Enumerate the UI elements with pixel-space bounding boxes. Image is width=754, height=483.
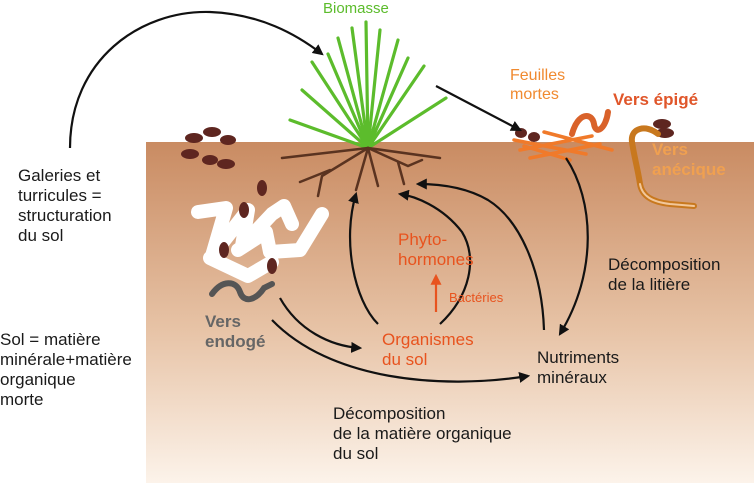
label-decomposition-matiere: Décomposition de la matière organique du… xyxy=(333,404,512,464)
soil-pellet-icon xyxy=(219,180,277,274)
label-vers-endoge: Vers endogé xyxy=(205,312,266,352)
label-decomposition-litiere: Décomposition de la litière xyxy=(608,255,721,295)
label-vers-epige: Vers épigé xyxy=(613,90,699,109)
label-galeries: Galeries et turricules = structuration d… xyxy=(18,166,112,246)
earthworm-icon xyxy=(639,183,695,207)
soil-pellet-icon xyxy=(515,119,674,142)
soil-pellet-icon xyxy=(181,127,236,169)
earthworm-icon xyxy=(569,109,611,137)
plant-grass-icon xyxy=(288,20,448,150)
label-nutriments-mineraux: Nutriments minéraux xyxy=(537,348,620,388)
worm-galleries xyxy=(191,199,329,283)
label-organismes-du-sol: Organismes du sol xyxy=(382,330,474,370)
earthworm-icon xyxy=(209,280,275,303)
leaf-litter-icon xyxy=(512,130,614,162)
flow-arrows xyxy=(68,10,589,383)
label-phytohormones: Phyto- hormones xyxy=(398,230,474,270)
roots xyxy=(280,146,442,198)
label-feuilles-mortes: Feuilles mortes xyxy=(510,67,566,103)
label-vers-anecique: Vers anécique xyxy=(652,140,726,180)
label-biomasse: Biomasse xyxy=(323,0,389,17)
label-sol: Sol = matière minérale+matière organique… xyxy=(0,330,132,410)
label-bacteries: Bactéries xyxy=(449,290,504,305)
